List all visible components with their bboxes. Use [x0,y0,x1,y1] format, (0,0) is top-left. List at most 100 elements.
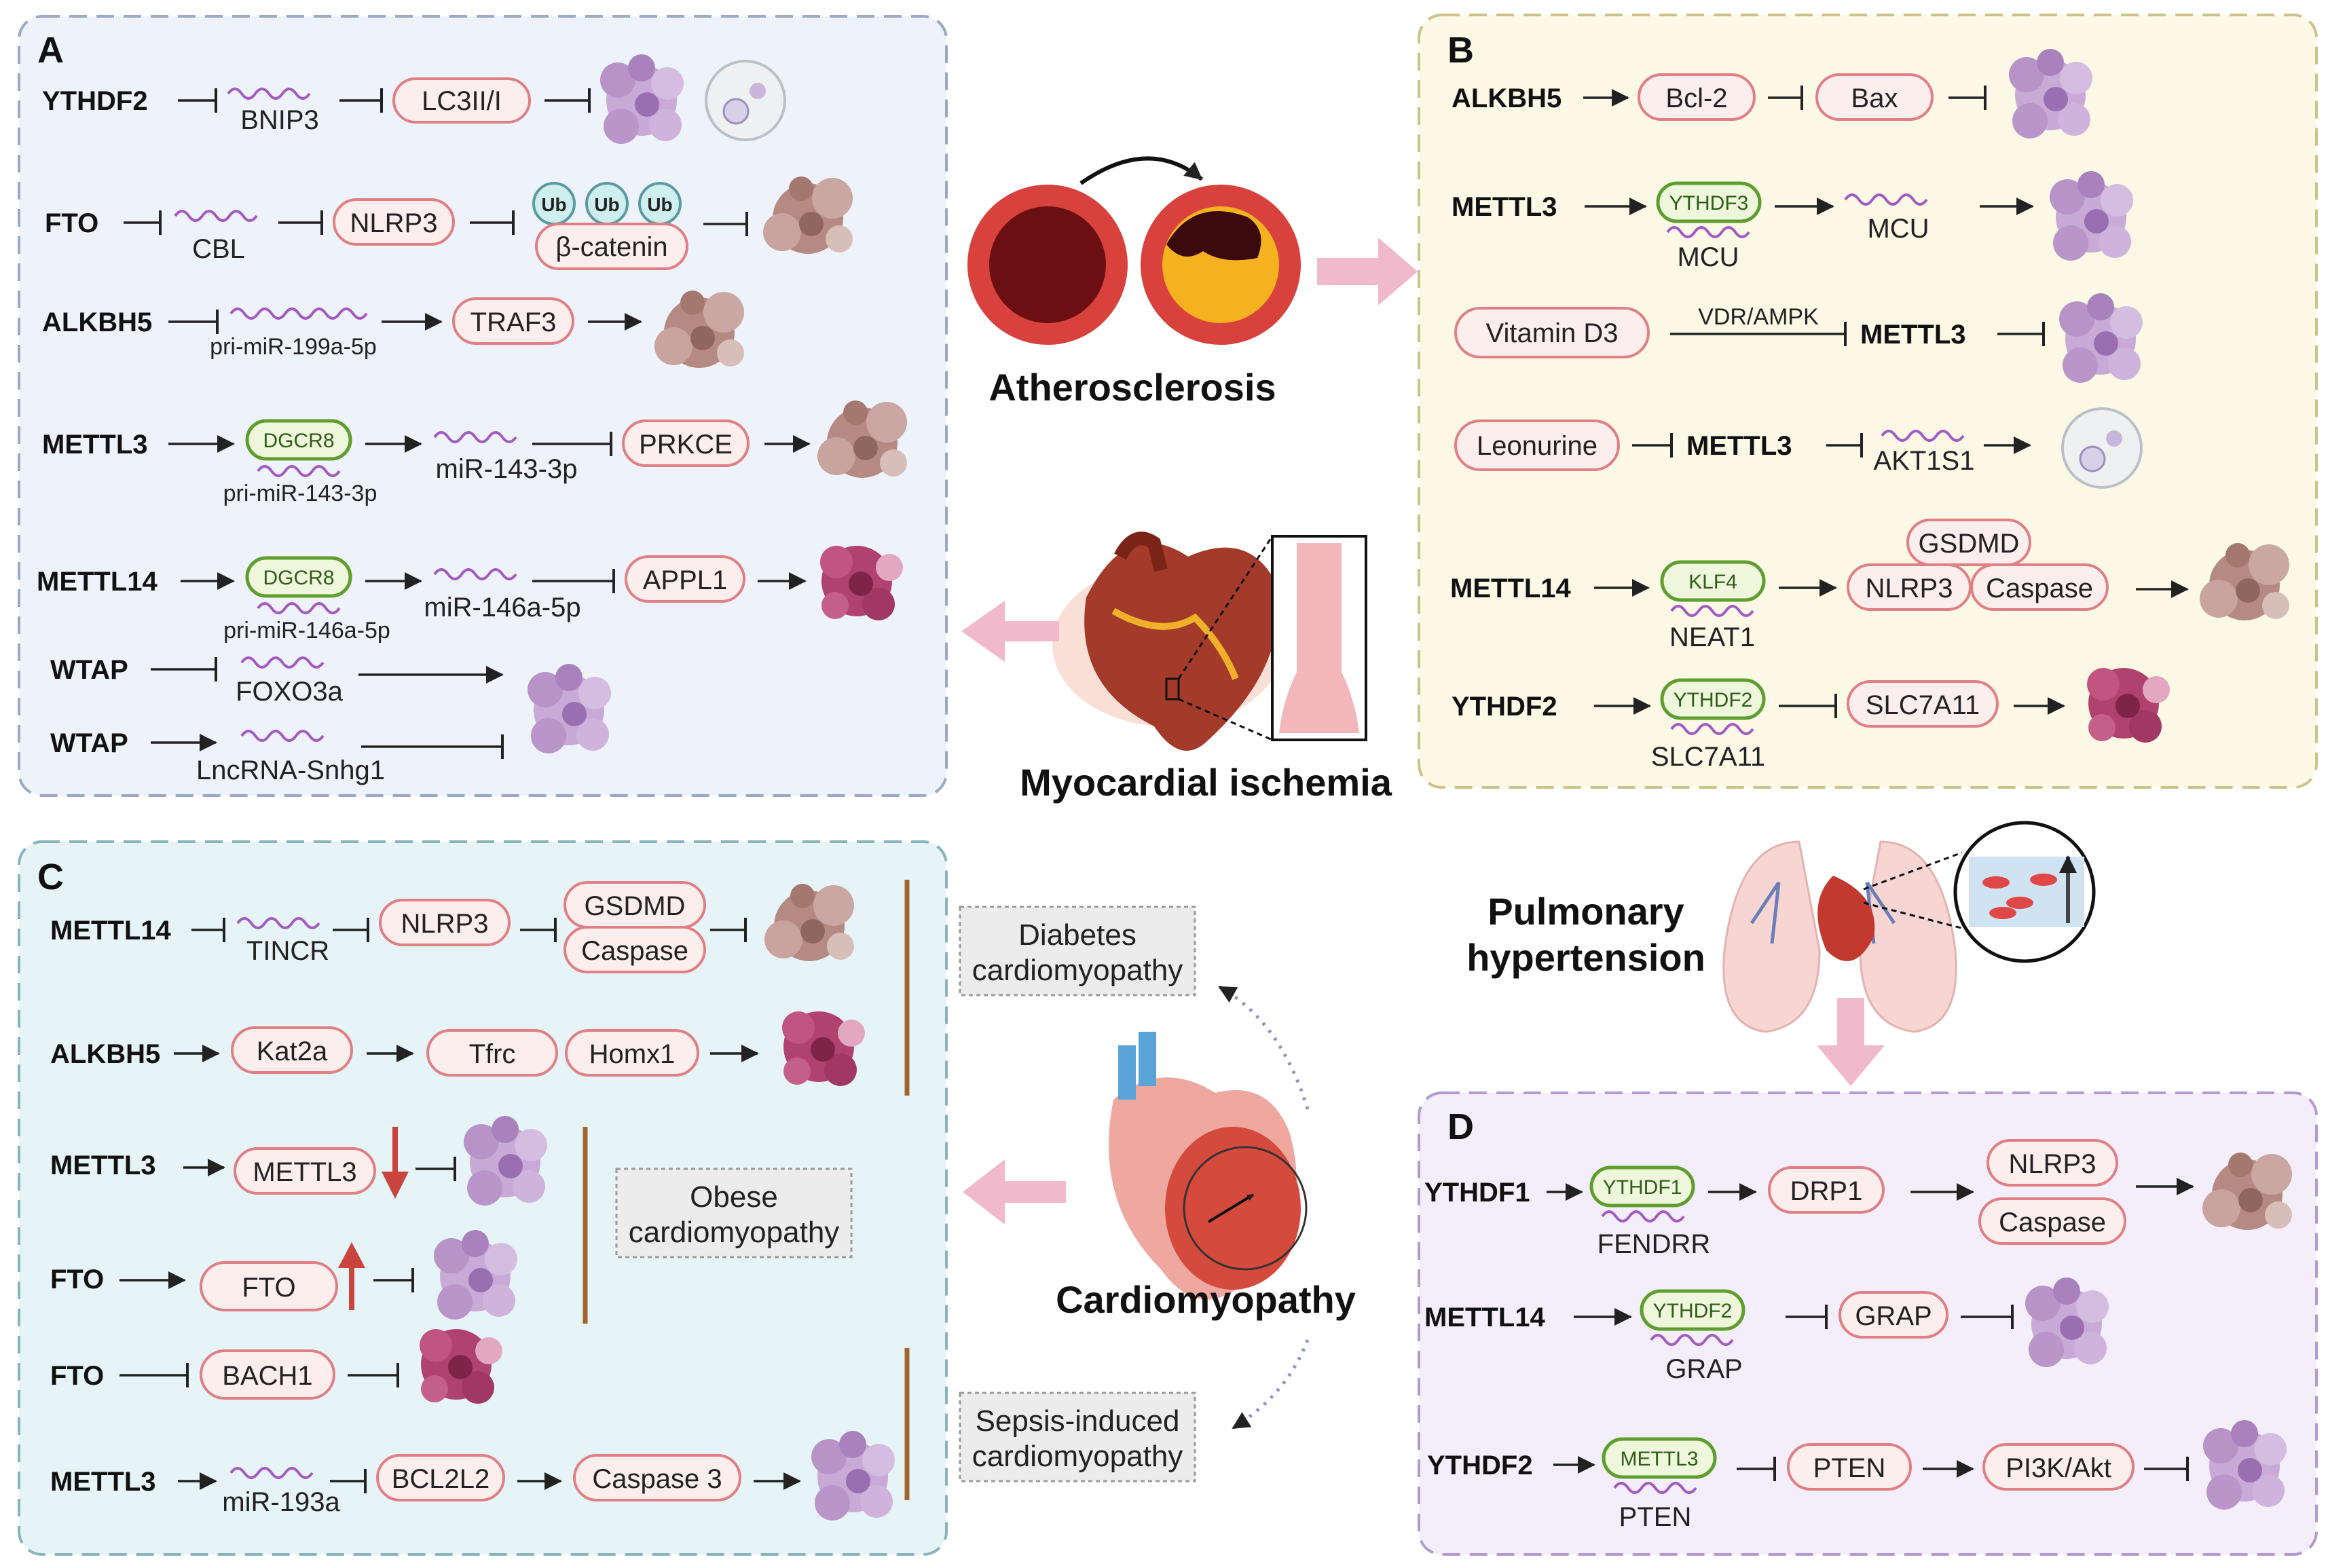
target-label: METTL3 [1860,320,1966,350]
rna-label: SLC7A11 [1651,742,1765,772]
pulmonary-label-1: Pulmonary [1488,890,1684,933]
target-label: TRAF3 [470,307,557,337]
cell-death-icon [811,1431,895,1520]
rna-label: miR-193a [222,1487,340,1517]
atherosclerosis-label: Atherosclerosis [989,366,1276,409]
target-label: PI3K/Akt [2006,1453,2111,1483]
panel-b [1418,14,2318,789]
regulator-label: FTO [50,1361,104,1391]
regulator-label: YTHDF2 [1452,692,1557,722]
diabetes-box [959,906,1196,996]
reader-label: YTHDF2 [1674,689,1753,711]
diabetes-label-1: Diabetes [1018,918,1137,952]
target-label: Caspase 3 [592,1464,722,1494]
pathway-label: VDR/AMPK [1698,304,1819,330]
panel-a-row-2: FTO CBL NLRP3 Ub Ub Ub β-catenin [45,176,853,270]
regulator-label: METTL14 [1424,1303,1546,1332]
panel-c-row-1: METTL14 TINCR NLRP3 GSDMD Caspase [50,881,854,973]
cell-death-icon [782,1011,865,1086]
regulator-label: ALKBH5 [1452,83,1562,113]
cell-death-icon [2059,293,2143,383]
regulator-label: Vitamin D3 [1486,318,1619,348]
panel-a-letter: A [37,30,64,71]
target-label: SLC7A11 [1866,690,1980,720]
dotted-arrow-sepsis [1232,1339,1310,1430]
cell-death-icon [434,1230,517,1320]
regulator-label: ALKBH5 [42,307,152,337]
target-label: NLRP3 [2009,1149,2096,1179]
obese-label-2: cardiomyopathy [629,1216,840,1249]
arrow-to-d [1817,998,1885,1086]
ubiquitin-label: Ub [647,194,672,215]
regulator-label: Leonurine [1477,431,1597,461]
regulator-label: METTL3 [50,1467,156,1497]
reader-label: YTHDF2 [1653,1300,1733,1322]
panel-a-row-1: YTHDF2 BNIP3 LC3II/I [42,54,786,144]
regulator-label: METTL14 [50,916,172,946]
panel-c-row-3: METTL3 METTL3 [50,1116,547,1206]
ubiquitin-label: Ub [541,194,566,215]
rna-label: pri-miR-143-3p [223,481,377,506]
reader-label: METTL3 [1620,1448,1698,1470]
rna-label: LncRNA-Snhg1 [196,755,385,785]
rna-label: PTEN [1619,1502,1692,1532]
cell-death-icon [420,1329,502,1404]
diabetes-label-2: cardiomyopathy [972,954,1183,987]
cell-death-icon [2050,171,2133,261]
cell-death-icon [2087,668,2170,743]
sepsis-box [959,1392,1196,1482]
cell-death-icon [2009,49,2092,138]
vessel-inset-icon [1177,535,1367,741]
panel-b-row-2: METTL3 YTHDF3 MCU MCU [1452,171,2133,272]
regulator-label: YTHDF1 [1424,1178,1530,1208]
cell-death-icon [820,546,903,620]
regulator-label: METTL3 [50,1151,156,1180]
target-label: GSDMD [585,891,686,921]
panel-c-row-2: ALKBH5 Kat2a Tfrc Homx1 [50,1011,865,1086]
obese-label-1: Obese [690,1180,778,1214]
rna-label: pri-miR-146a-5p [223,618,390,643]
reader-label: DGCR8 [263,567,334,589]
autophagy-cell-icon [2061,407,2143,489]
reader-label: YTHDF1 [1603,1176,1682,1199]
target-label: APPL1 [643,565,728,595]
target-label: LC3II/I [422,86,502,116]
target-label: METTL3 [1686,431,1792,461]
cardiomyopathy-heart-icon [1109,1032,1308,1300]
target-label: Caspase [1986,574,2093,603]
ubiquitin-label: Ub [594,194,619,215]
regulator-label: WTAP [50,728,128,758]
arrow-to-c [963,1159,1066,1225]
panel-a [18,15,948,797]
rna-label: NEAT1 [1669,622,1755,652]
panel-a-row-4: METTL3 DGCR8 pri-miR-143-3p miR-143-3p P… [42,400,907,506]
regulator-label: WTAP [50,655,128,685]
cell-death-icon [464,1116,547,1206]
panel-c-letter: C [37,857,64,897]
panel-d-letter: D [1447,1106,1474,1147]
rna-label: pri-miR-199a-5p [210,334,377,360]
reader-label: YTHDF3 [1669,192,1749,214]
rna-label: GRAP [1665,1354,1742,1384]
heart-icon [1052,531,1283,751]
regulator-label: FTO [50,1265,104,1294]
rna-label: CBL [192,234,245,264]
rna-label: MCU [1677,242,1739,272]
panel-a-row-5: METTL14 DGCR8 pri-miR-146a-5p miR-146a-5… [37,546,903,643]
regulator-label: METTL14 [1450,574,1572,603]
panel-c-row-6: METTL3 miR-193a BCL2L2 Caspase 3 [50,1431,895,1520]
rna-label: FENDRR [1597,1229,1711,1259]
panel-c-row-5: FTO BACH1 [50,1329,502,1404]
rna-label: AKT1S1 [1874,446,1975,476]
target-label: BCL2L2 [392,1464,490,1494]
mirna-label: miR-143-3p [436,454,578,484]
lungs-icon [1722,821,2096,1033]
pulmonary-label-2: hypertension [1466,936,1705,979]
target-label: Bcl-2 [1665,83,1727,113]
regulator-label: YTHDF2 [42,86,148,116]
regulator-label: METTL14 [37,567,158,597]
panel-b-row-6: YTHDF2 YTHDF2 SLC7A11 SLC7A11 [1452,668,2170,772]
rna-label: BNIP3 [240,105,319,135]
rna-label: FOXO3a [236,677,344,707]
myocardial-ischemia-label: Myocardial ischemia [1020,761,1392,804]
